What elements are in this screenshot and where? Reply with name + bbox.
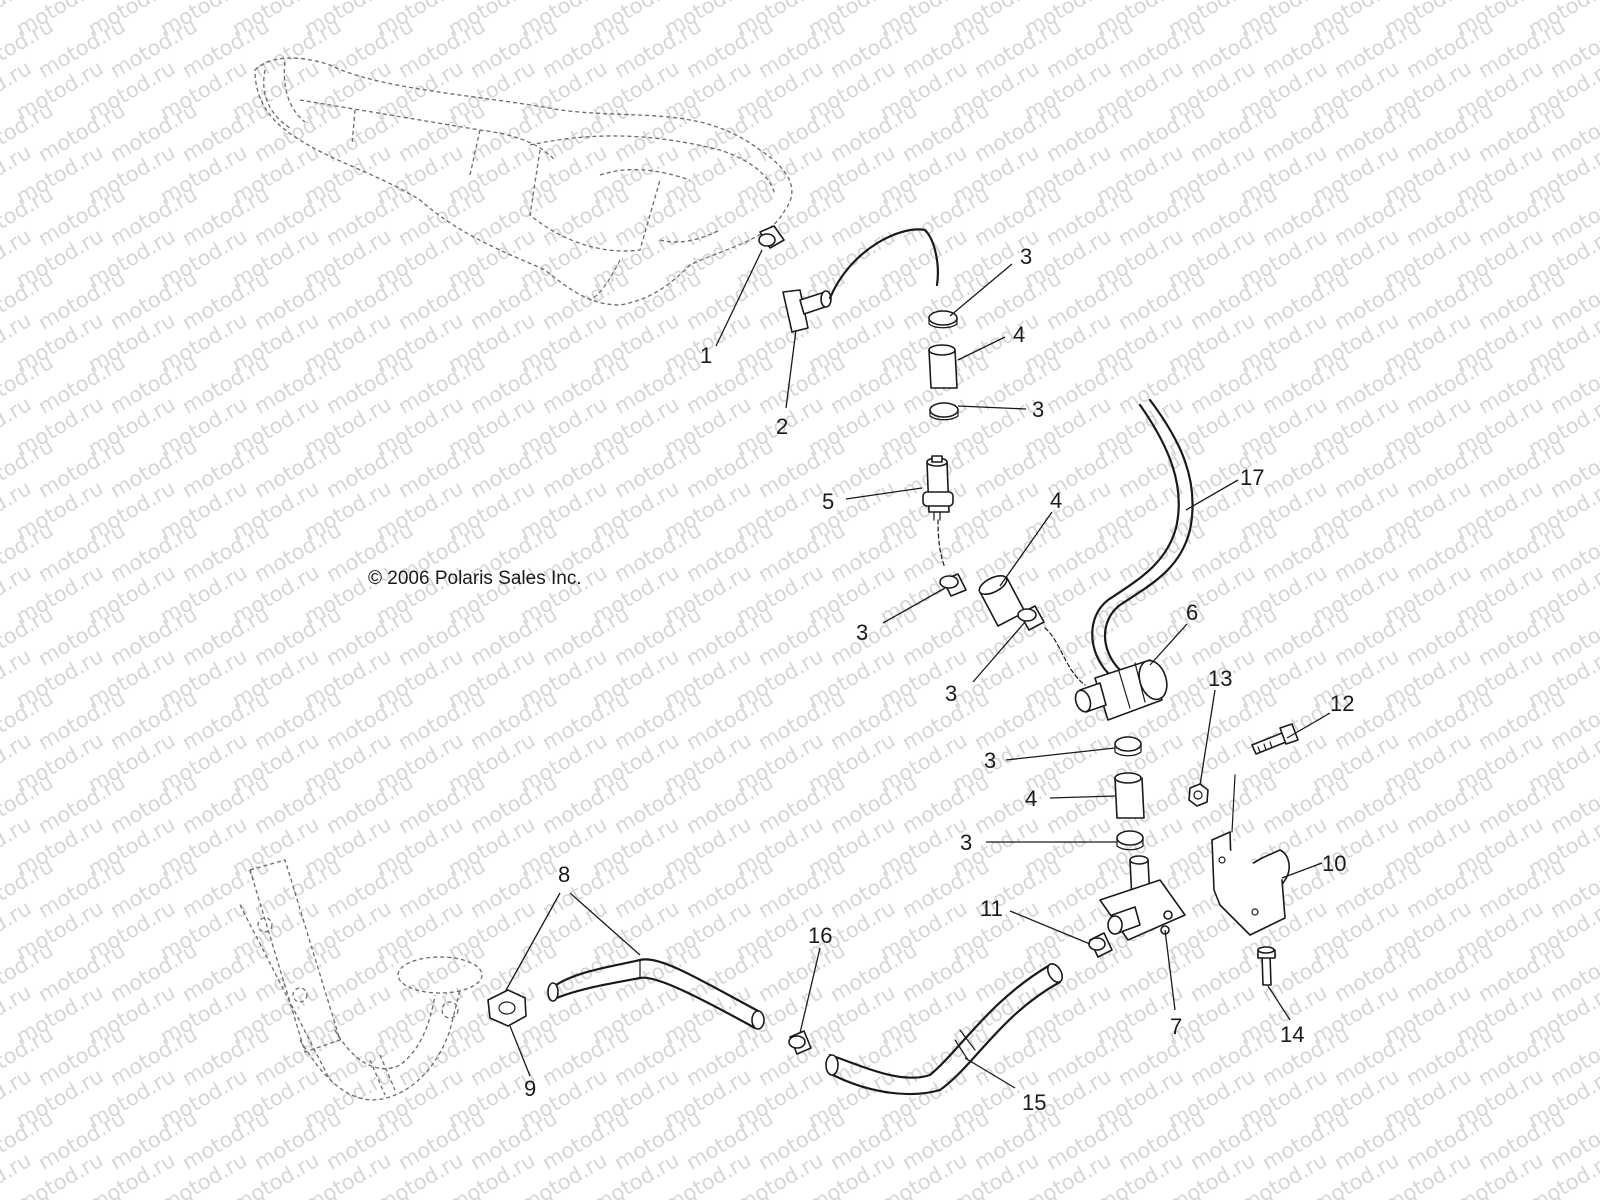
callout-1: 1 [700,343,712,368]
callout-7: 7 [1170,1014,1182,1039]
callout-11: 11 [980,896,1003,921]
leader-lines [504,249,1331,1089]
part-4-hose-middle [978,574,1026,627]
callout-13: 13 [1208,666,1232,691]
part-11-clamp [1088,932,1113,958]
part-8-pipe [547,958,765,1030]
part-17-hose-inner [1091,403,1180,675]
part-16-clamp [788,1030,812,1055]
part-3-clamp-sixth [1116,830,1144,851]
part-3-clamp-fifth [1114,736,1142,757]
part-12-bolt [1251,723,1299,755]
callout-17: 17 [1240,465,1264,490]
callout-3-b: 3 [1032,397,1044,422]
callout-8: 8 [558,862,570,887]
callout-6: 6 [1186,600,1198,625]
part-5-check-valve [922,455,954,569]
callout-4-b: 4 [1050,488,1062,513]
part-3-clamp-fourth [1017,605,1045,631]
part-7-valve-body [1099,855,1186,941]
part-3-clamp-top [928,310,958,329]
connection-line-to-valve [1044,627,1086,686]
part-15-hose [825,963,1064,1096]
part-14-bolt [1257,946,1276,986]
phantom-exhaust-pipe [239,859,483,1101]
callout-14: 14 [1280,1022,1304,1047]
callout-labels: 1 2 3 4 3 17 5 4 3 3 6 13 12 3 4 3 10 8 … [524,244,1354,1115]
callout-15: 15 [1022,1090,1046,1115]
part-4-hose-lower [1114,772,1145,819]
part-10-bracket [1211,774,1290,936]
part-17-hose-outer [1103,398,1194,672]
callout-3-c: 3 [856,620,868,645]
part-2-elbow-fitting [782,289,832,333]
callout-10: 10 [1322,851,1346,876]
callout-9: 9 [524,1076,536,1101]
callout-3-f: 3 [960,830,972,855]
callout-3-a: 3 [1020,244,1032,269]
part-9-nut [487,989,527,1027]
callout-4-a: 4 [1013,322,1025,347]
callout-4-c: 4 [1025,786,1037,811]
part-6-valve [1074,659,1168,721]
part-13-nut [1188,783,1209,807]
part-3-clamp-third [939,573,967,597]
phantom-airbox [254,57,793,306]
part-4-hose-top [928,344,958,389]
callout-3-e: 3 [984,748,996,773]
vent-hose-upper [828,228,939,300]
callout-3-d: 3 [945,681,957,706]
part-3-clamp-second [929,402,959,421]
callout-16: 16 [808,923,832,948]
part-1-grommet [758,225,785,249]
callout-2: 2 [776,414,788,439]
callout-12: 12 [1330,691,1354,716]
copyright-text: © 2006 Polaris Sales Inc. [368,568,582,589]
callout-5: 5 [822,489,834,514]
